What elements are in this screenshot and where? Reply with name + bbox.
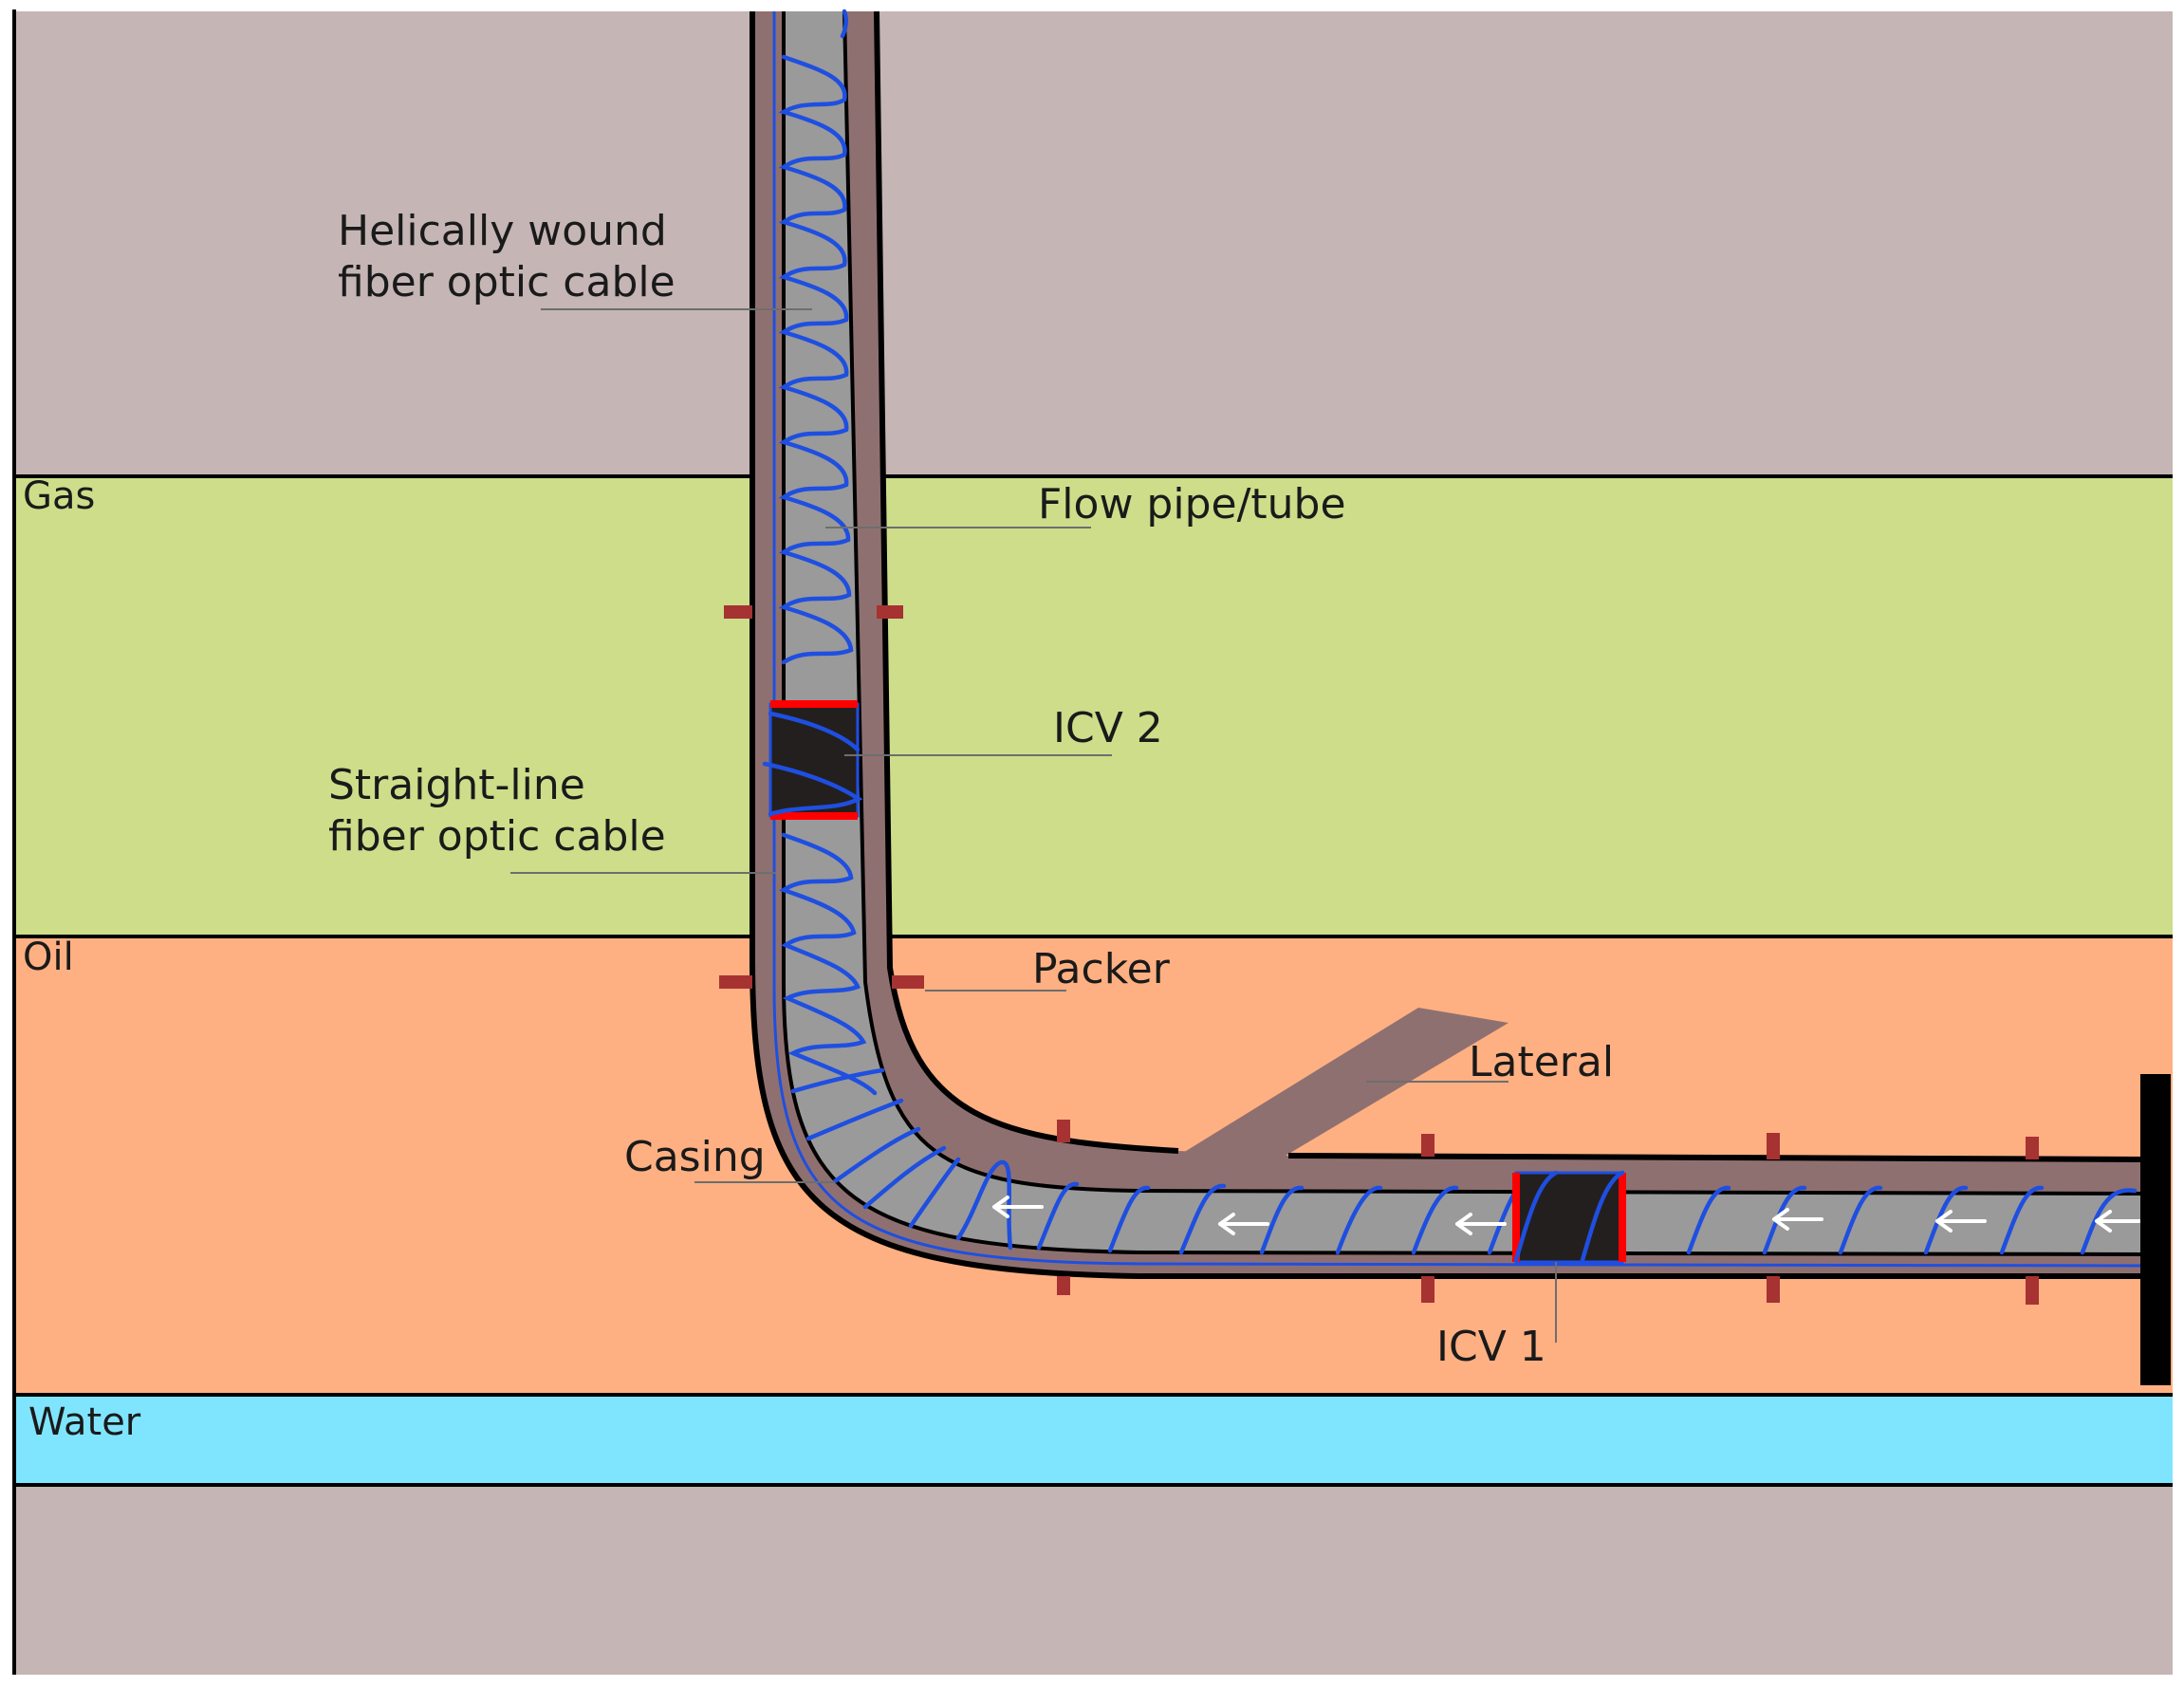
- straight-fiber-label-line1: Straight-line: [328, 761, 585, 809]
- well-toe-cap: [2140, 1074, 2171, 1385]
- packer-top: [1421, 1134, 1434, 1157]
- flow-arrows: [992, 1196, 2141, 1235]
- straight-line-fiber: [772, 11, 2145, 1268]
- formation-layers: [12, 9, 2173, 1675]
- helical-fiber-label-line2: fiber optic cable: [338, 258, 676, 306]
- flow-arrow-icon: [1218, 1213, 1269, 1235]
- packer-left: [719, 975, 752, 989]
- gas-zone-label: Gas: [23, 474, 95, 518]
- flow-arrow-icon: [1935, 1210, 1987, 1233]
- lateral-branch: [1178, 1008, 1508, 1156]
- packer-bottom: [2026, 1276, 2039, 1305]
- icv-1-label: ICV 1: [1436, 1323, 1546, 1371]
- packer-bottom: [1421, 1276, 1434, 1303]
- oil-zone-label: Oil: [23, 936, 74, 979]
- helical-fiber-bend: [790, 1067, 961, 1229]
- packers: [719, 605, 2039, 1305]
- flow-arrow-icon: [1772, 1208, 1823, 1231]
- packer-top: [1057, 1120, 1070, 1142]
- helical-fiber-horizontal: [955, 1159, 2138, 1255]
- casing-wall-outer: [750, 11, 2144, 1279]
- helical-fiber-vertical: [778, 9, 878, 1096]
- underburden-layer: [14, 1485, 2173, 1675]
- flow-arrow-icon: [992, 1196, 1044, 1218]
- packer-label: Packer: [1032, 945, 1171, 993]
- overburden-layer: [14, 11, 2173, 476]
- flow-pipe-label: Flow pipe/tube: [1038, 480, 1346, 528]
- packer-top: [2026, 1137, 2039, 1159]
- icv-2-valve: [762, 700, 863, 820]
- icv-1-valve: [1512, 1170, 1626, 1264]
- packer-left: [724, 605, 752, 619]
- flow-arrow-icon: [2095, 1210, 2141, 1233]
- packer-bottom: [1767, 1276, 1780, 1303]
- flow-tube-wall-outer: [782, 11, 2145, 1256]
- casing-wall-inner: [874, 10, 1179, 1154]
- helical-fiber-label-line1: Helically wound: [338, 207, 667, 255]
- packer-right: [892, 975, 924, 989]
- flow-arrow-icon: [1455, 1213, 1507, 1235]
- straight-fiber-label-line2: fiber optic cable: [328, 812, 666, 861]
- lateral-label: Lateral: [1469, 1038, 1614, 1086]
- water-zone-label: Water: [28, 1400, 141, 1444]
- water-zone: [14, 1395, 2173, 1485]
- packer-right: [877, 605, 903, 619]
- casing-label: Casing: [624, 1133, 766, 1181]
- leader-lines: [510, 308, 1557, 1343]
- packer-bottom: [1057, 1276, 1070, 1295]
- icv-2-label: ICV 2: [1053, 704, 1163, 752]
- packer-top: [1767, 1133, 1780, 1159]
- gas-zone: [14, 476, 2173, 936]
